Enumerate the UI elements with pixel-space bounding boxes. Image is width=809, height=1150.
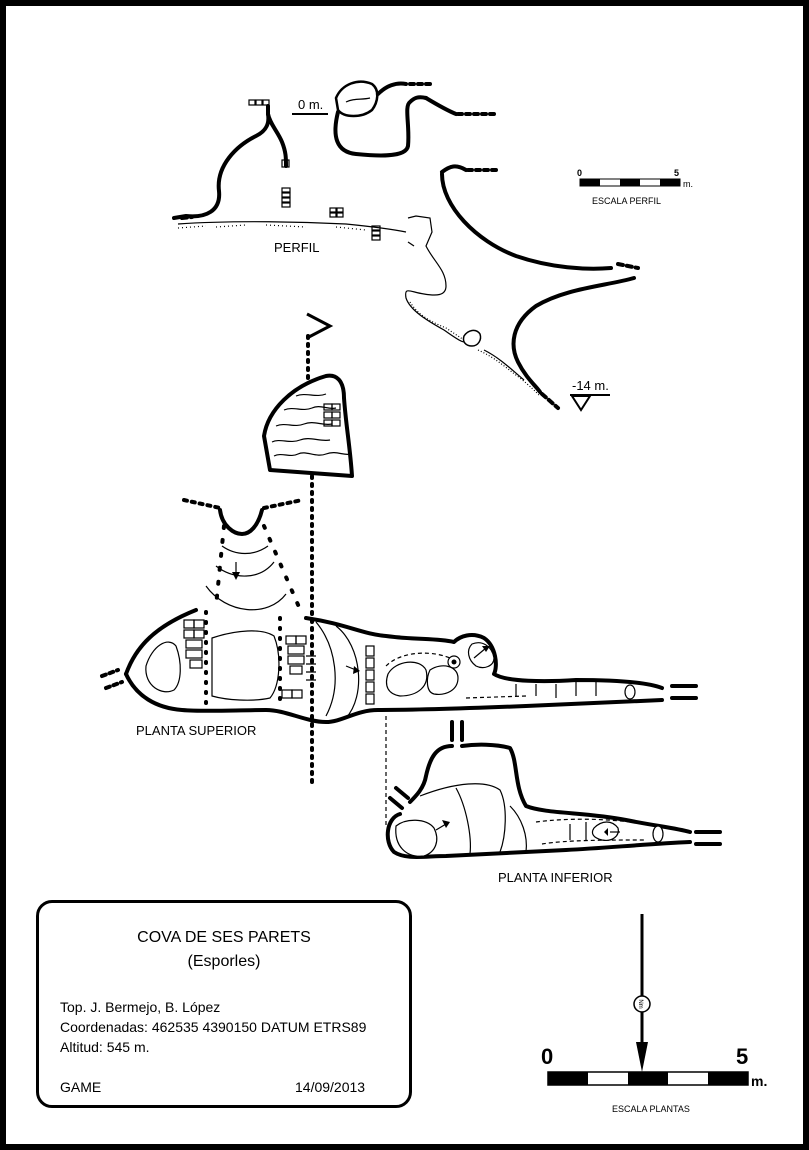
bottom-level-marker: [570, 395, 592, 412]
survey-date: 14/09/2013: [295, 1079, 366, 1095]
north-label: Nm: [637, 999, 643, 1008]
group-name: GAME: [60, 1079, 102, 1095]
bottom-level-label: -14 m.: [572, 378, 609, 393]
upper-plan-outline: [124, 608, 664, 690]
municipality: (Esporles): [187, 953, 261, 970]
altitude: Altitud: 545 m.: [60, 1039, 150, 1055]
cave-title: COVA DE SES PARETS: [137, 929, 311, 946]
profile-scale-caption: ESCALA PERFIL: [592, 196, 661, 206]
lower-plan-label: PLANTA INFERIOR: [498, 870, 613, 885]
profile-scale-end: 5: [674, 168, 679, 178]
upper-plan: PLANTA SUPERIOR: [100, 498, 698, 738]
info-box: COVA DE SES PARETS (Esporles) Top. J. Be…: [36, 900, 412, 1108]
plan-scale-unit: m.: [751, 1073, 767, 1089]
cross-section: [262, 373, 354, 478]
survey-sheet: 0 m. -14 m. PERFIL 0 5 m. ESCALA PERFIL: [6, 6, 803, 1144]
profile-scale-start: 0: [577, 168, 582, 178]
plan-scale: 0 5 m. ESCALA PLANTAS: [541, 1044, 767, 1114]
profile-label: PERFIL: [274, 240, 320, 255]
profile-scale-unit: m.: [683, 179, 693, 189]
profile-rock: [462, 329, 482, 347]
top-level-label: 0 m.: [298, 97, 323, 112]
coordinates: Coordenadas: 462535 4390150 DATUM ETRS89: [60, 1019, 367, 1035]
plan-scale-end: 5: [736, 1044, 748, 1069]
upper-plan-label: PLANTA SUPERIOR: [136, 723, 256, 738]
section-line: [306, 312, 334, 788]
profile-left-wall: [172, 104, 271, 220]
north-arrow: Nm: [633, 914, 651, 1072]
profile-right-wall: [440, 164, 468, 174]
surveyors: Top. J. Bermejo, B. López: [60, 999, 221, 1015]
cave-survey-drawing: 0 m. -14 m. PERFIL 0 5 m. ESCALA PERFIL: [100, 80, 767, 1114]
plan-scale-caption: ESCALA PLANTAS: [612, 1104, 690, 1114]
plan-scale-start: 0: [541, 1044, 553, 1069]
lower-plan: PLANTA INFERIOR: [385, 720, 722, 885]
profile-section: 0 m. -14 m. PERFIL: [172, 80, 640, 412]
lower-plan-outline: [460, 742, 692, 834]
profile-scale: 0 5 m. ESCALA PERFIL: [577, 168, 693, 206]
profile-floor: [177, 221, 407, 233]
